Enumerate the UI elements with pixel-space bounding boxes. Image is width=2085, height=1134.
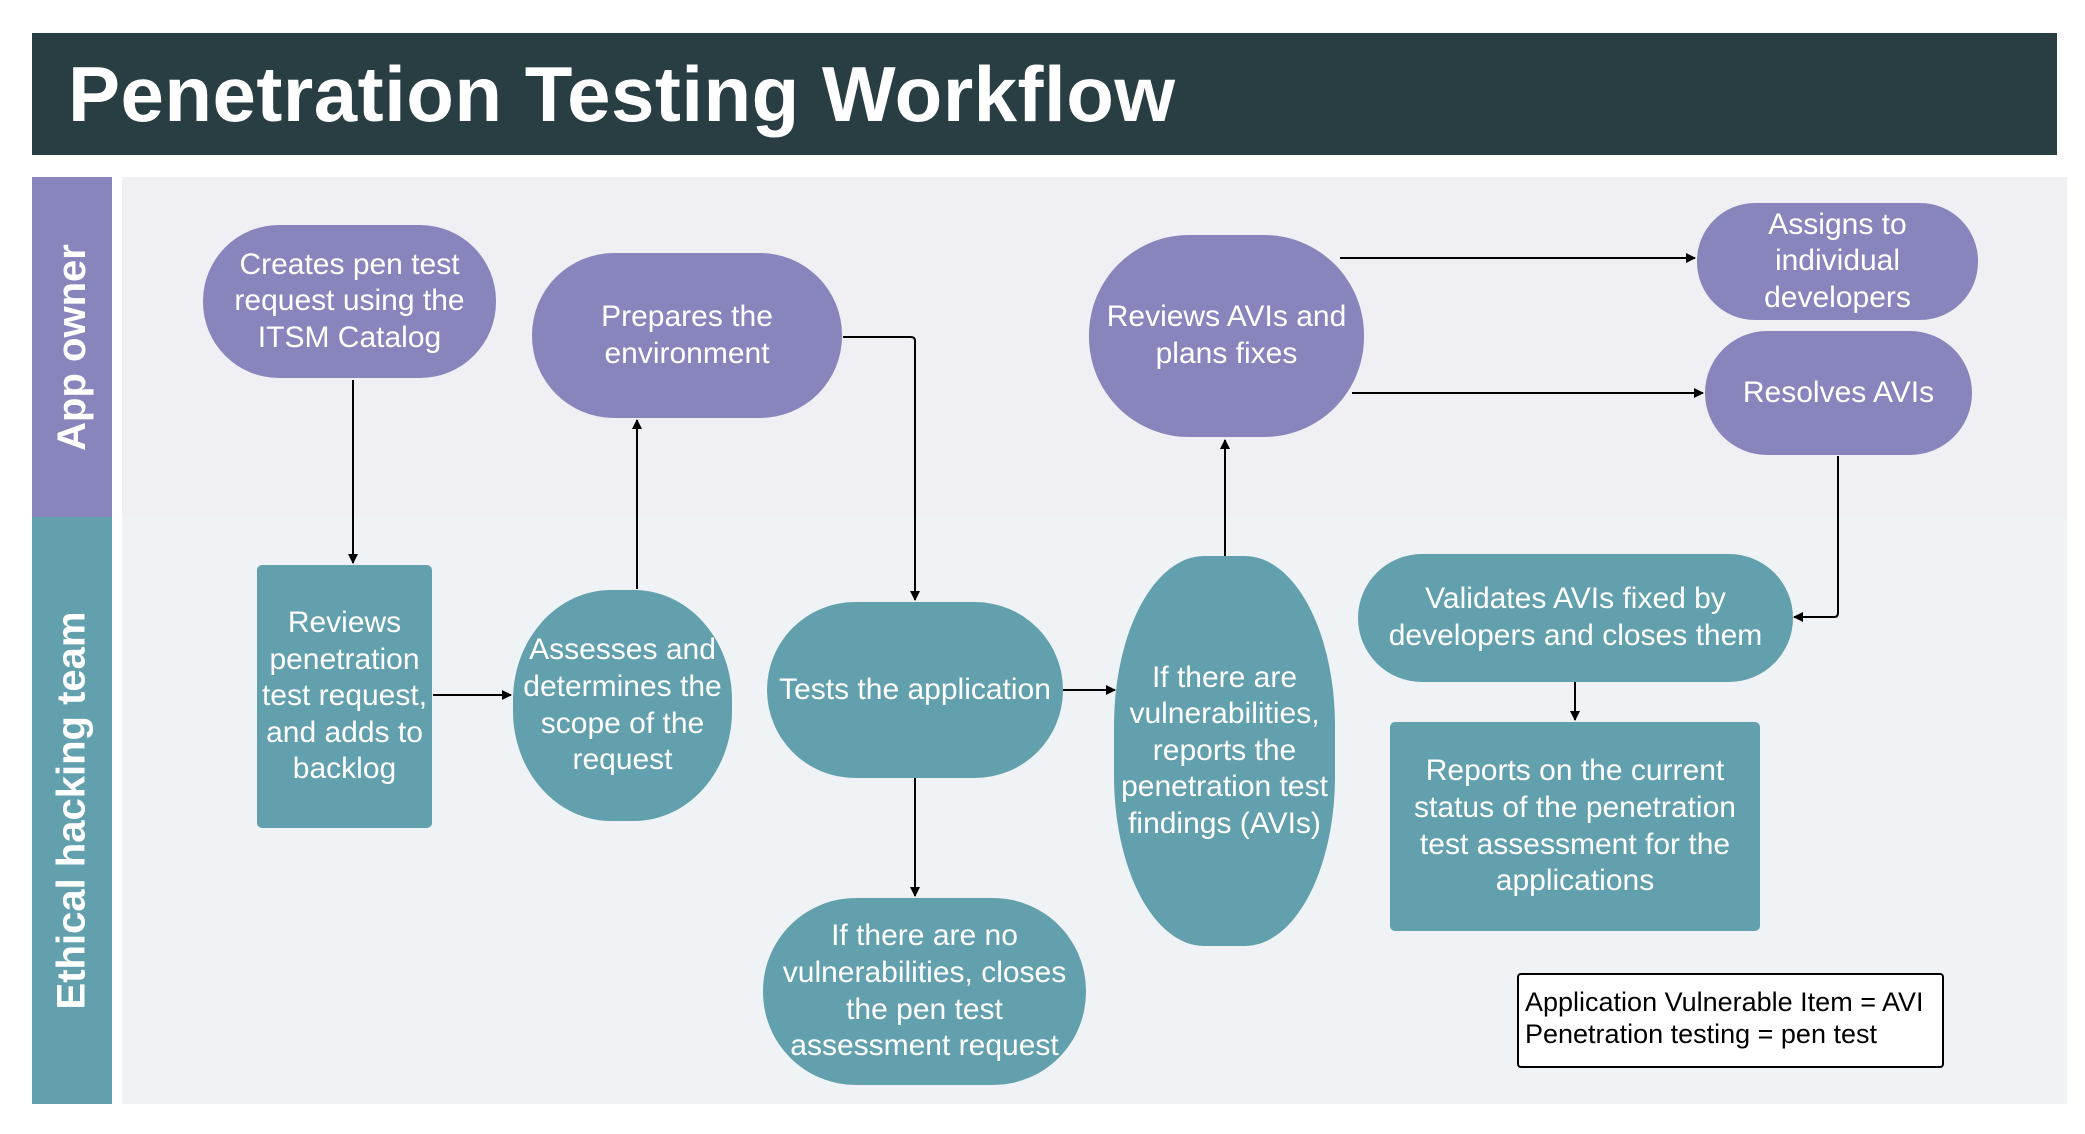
node-validate-avis: Validates AVIs fixed by developers and c… [1358,554,1793,682]
node-test-app: Tests the application [767,602,1063,778]
node-assess-scope: Assesses and determines the scope of the… [513,590,732,821]
node-report-status: Reports on the current status of the pen… [1390,722,1760,931]
node-create-request: Creates pen test request using the ITSM … [203,225,496,378]
title-bar: Penetration Testing Workflow [32,33,2057,155]
node-review-avis: Reviews AVIs and plans fixes [1089,235,1364,437]
node-resolve-avis: Resolves AVIs [1705,331,1972,455]
node-prepare-env: Prepares the environment [532,253,842,418]
arrow-prepare-to-test [843,336,920,601]
legend-pen-test: Penetration testing = pen test [1525,1018,1877,1049]
node-close-no-vuln: If there are no vulnerabilities, closes … [763,898,1086,1085]
arrow-resolve-to-validate [1793,456,1839,622]
app-owner-lane-header: App owner [32,177,112,517]
node-review-request: Reviews penetration test request, and ad… [257,565,432,828]
node-report-findings: If there are vulnerabilities, reports th… [1114,556,1335,946]
node-assign-devs: Assigns to individual developers [1697,203,1978,320]
legend-box: Application Vulnerable Item = AVI Penetr… [1517,973,1944,1068]
ethical-hacking-lane-header: Ethical hacking team [32,517,112,1104]
page-title: Penetration Testing Workflow [68,49,1176,138]
legend-avi: Application Vulnerable Item = AVI [1525,987,1924,1017]
